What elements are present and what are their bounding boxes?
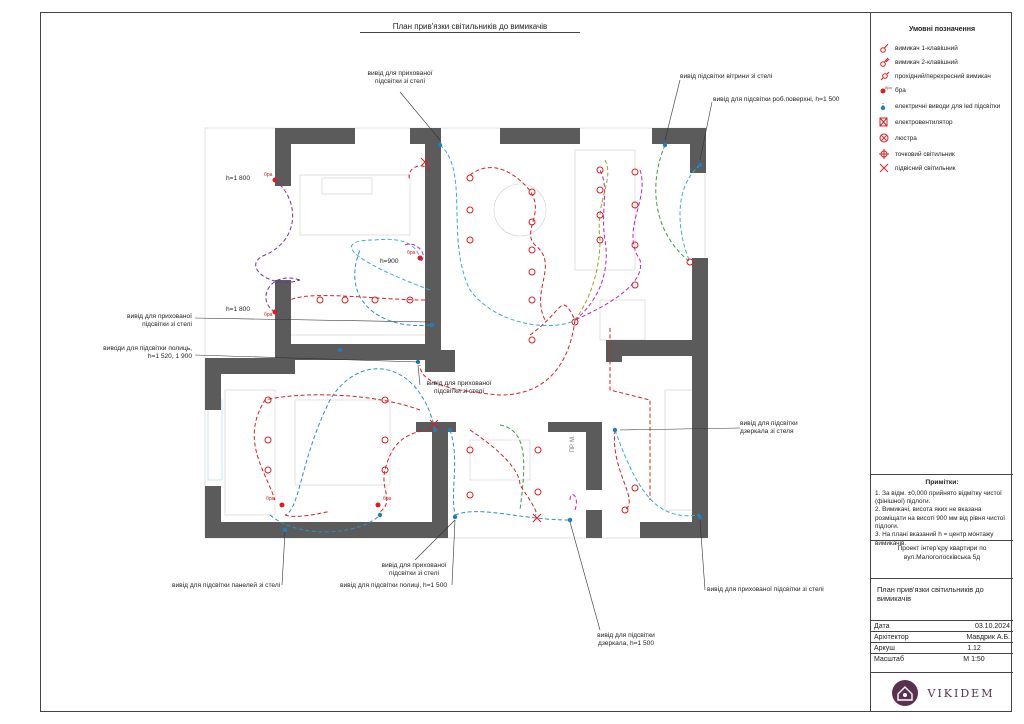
date-label: Дата bbox=[871, 620, 935, 632]
connection-lines bbox=[253, 144, 701, 533]
sconce-tag: бра bbox=[264, 312, 273, 318]
plan-title: План прив'язки світильників до вимикачів bbox=[360, 22, 580, 33]
legend-label: точковий світильник bbox=[895, 150, 955, 158]
note-hidden-ceiling-5: вивід для прихованої підсвітки зі стелі bbox=[707, 586, 824, 593]
legend-label: прохідний/перехресний вимикач bbox=[895, 72, 991, 80]
brand-name: VIKIDEM bbox=[927, 686, 995, 700]
spotlight-icon bbox=[877, 148, 895, 160]
remarks-block: Примітки: 1. За відм. ±0,000 прийнято ві… bbox=[871, 474, 1013, 552]
switch-2-icon bbox=[877, 56, 895, 68]
fixtures bbox=[264, 142, 703, 533]
note-h900: h=900 bbox=[380, 258, 399, 265]
led-outlet-icon bbox=[877, 100, 895, 112]
sconce-tag: бра bbox=[264, 172, 273, 178]
brand-block: VIKIDEM bbox=[871, 672, 1013, 713]
legend-label: вимикач 2-клавішний bbox=[895, 58, 958, 66]
note-worktop: вивід для підсвітки роб.поверхні, h=1 50… bbox=[713, 96, 840, 103]
remarks-title: Примітки: bbox=[925, 479, 959, 486]
legend-title: Умовні позначення bbox=[908, 26, 976, 33]
switch-1-icon bbox=[877, 42, 895, 54]
title-block-row: Аркуш 1.12 bbox=[871, 642, 1013, 654]
legend-item: підвісний світильник bbox=[877, 162, 956, 174]
leader-lines bbox=[194, 79, 741, 631]
remark-line: 1. За відм. ±0,000 прийнято відмітку чис… bbox=[875, 489, 1002, 506]
note-shelf-leds: виводи для підсвітки полиць, h=1 520, 1 … bbox=[103, 345, 192, 361]
pendant-icon bbox=[877, 162, 895, 174]
legend-label: люстра bbox=[895, 134, 917, 142]
floor-plan: бра бра бра бра бра bbox=[194, 79, 741, 631]
legend-label: підвісний світильник bbox=[895, 164, 956, 172]
legend-item: люстра bbox=[877, 132, 917, 144]
sheet-value: 1.12 bbox=[935, 642, 1013, 654]
note-panels: вивід для підсвітки панелей зі стелі bbox=[172, 582, 281, 589]
note-shelf-1500: вивід для підсвітки полиці, h=1 500 bbox=[340, 582, 448, 589]
date-value: 03.10.2024 bbox=[935, 620, 1013, 632]
architect-label: Архітектор bbox=[871, 631, 935, 643]
pendant-icon bbox=[420, 157, 542, 523]
note-hidden-ceiling-2: вивід для прихованої підсвітки зі стелі bbox=[127, 313, 192, 329]
sheet-title: План прив'язки світильників до вимикачів bbox=[871, 578, 1013, 618]
legend-item: вимикач 2-клавішний bbox=[877, 56, 958, 68]
legend-sidebar: Умовні позначення вимикач 1-клавішний ви… bbox=[870, 12, 1013, 713]
note-showcase: вивід підсвітки вітрини зі стелі bbox=[680, 73, 773, 80]
legend-label: бра bbox=[895, 86, 906, 94]
sconce-tag: бра bbox=[266, 496, 275, 502]
legend-label: електричні виводи для led підсвітки bbox=[895, 102, 1001, 110]
walls bbox=[205, 128, 708, 538]
legend-item: точковий світильник bbox=[877, 148, 955, 160]
note-mirror-1500: вивід для підсвітки дзеркала, h=1 500 bbox=[597, 632, 655, 648]
note-hidden-ceiling-4: вивід для прихованої підсвітки зі стелі bbox=[381, 562, 447, 578]
fan-icon bbox=[877, 116, 895, 128]
title-block-row: Архітектор Мавдрик А.Б. bbox=[871, 631, 1013, 643]
drawing-frame bbox=[40, 12, 1012, 712]
switch-pass-icon bbox=[877, 70, 895, 82]
sconce-icon: бра bbox=[877, 84, 895, 96]
note-hidden-ceiling-3: вивід для прихованої підсвітки зі стелі bbox=[426, 380, 492, 396]
remark-line: 2. Вимикачі, висота яких не вказана розм… bbox=[875, 506, 1006, 531]
legend-item: електричні виводи для led підсвітки bbox=[877, 100, 1000, 112]
legend-item: бра бра bbox=[877, 84, 906, 96]
legend-item: вимикач 1-клавішний bbox=[877, 42, 958, 54]
scale-value: М 1:50 bbox=[935, 653, 1013, 664]
title-block: Дата 03.10.2024 Архітектор Мавдрик А.Б. … bbox=[871, 620, 1013, 664]
logo-icon bbox=[891, 680, 918, 706]
spotlight-icon bbox=[264, 166, 639, 499]
legend-item: прохідний/перехресний вимикач bbox=[877, 70, 991, 82]
legend-item: електровентилятор bbox=[877, 116, 953, 128]
switch-1-icon bbox=[571, 258, 694, 514]
room-label: ПР. М. bbox=[569, 435, 576, 453]
legend-label: електровентилятор bbox=[895, 118, 953, 126]
note-hidden-ceiling-1: вивід для прихованої підсвітки зі стелі bbox=[367, 70, 433, 86]
note-mirror-ceiling: вивід для підсвітки дзеркала зі стеля bbox=[740, 420, 798, 436]
note-h1800-top: h=1 800 bbox=[226, 175, 251, 182]
note-h1800-mid: h=1 800 bbox=[226, 306, 251, 313]
title-block-row: Масштаб М 1:50 bbox=[871, 653, 1013, 664]
scale-label: Масштаб bbox=[871, 653, 935, 664]
sconce-icon bbox=[272, 177, 423, 508]
sconce-tag: бра bbox=[407, 250, 416, 256]
sconce-tag: бра bbox=[383, 496, 392, 502]
chandelier-icon bbox=[877, 132, 895, 144]
project-name: Проект інтер'єру квартири по вул.Малогол… bbox=[871, 540, 1013, 566]
architect-value: Мавдрик А.Б. bbox=[935, 631, 1013, 643]
legend-label: вимикач 1-клавішний bbox=[895, 44, 958, 52]
title-block-row: Дата 03.10.2024 bbox=[871, 620, 1013, 632]
led-outlet-icon bbox=[282, 142, 703, 533]
svg-text:бра: бра bbox=[885, 85, 893, 90]
remark-line: 3. На плані вказаний h = центр монтажу в… bbox=[875, 531, 994, 547]
sheet-label: Аркуш bbox=[871, 642, 935, 654]
